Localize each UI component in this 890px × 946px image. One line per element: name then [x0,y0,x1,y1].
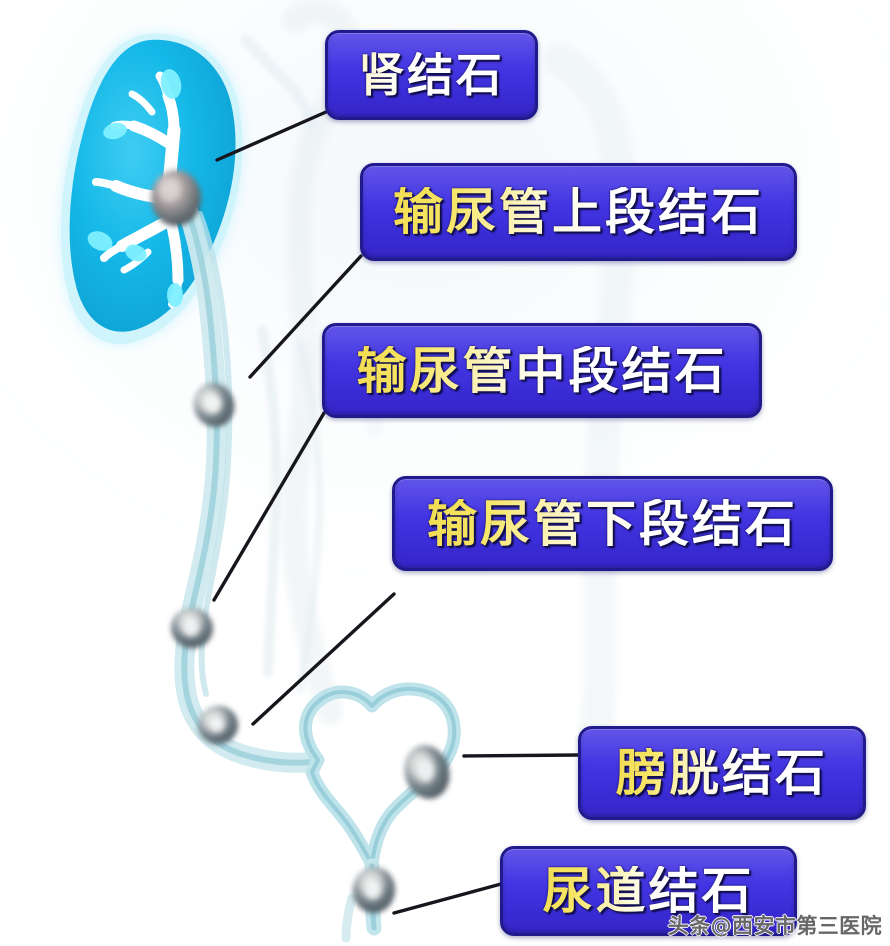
stone-ureter-lower [198,705,238,745]
label-upper-ureteral-stone-text: 输尿管上段结石 [393,183,764,241]
leader-line-middle-ureteral-stone [212,411,326,602]
stone-ureter-middle [171,607,213,649]
stone-kidney [151,170,201,226]
watermark: 头条@西安市第三医院 [667,914,882,938]
leader-line-urethral-stone [392,882,503,915]
label-kidney-stone[interactable]: 肾结石 [325,30,538,120]
label-upper-ureteral-stone[interactable]: 输尿管上段结石 [360,163,797,261]
stone-group [151,170,450,913]
label-bladder-stone[interactable]: 膀胱结石 [578,726,866,820]
stone-ureter-upper [193,383,235,427]
stone-urethra [352,867,396,913]
leader-line-lower-ureteral-stone [251,592,396,726]
background-tubing-ghost [240,34,324,694]
label-middle-ureteral-stone[interactable]: 输尿管中段结石 [322,323,762,418]
label-kidney-stone-text: 肾结石 [358,48,505,102]
leader-line-kidney-stone [215,110,328,162]
bladder [299,682,461,871]
leader-line-bladder-stone [462,753,581,758]
label-lower-ureteral-stone-text: 输尿管下段结石 [427,494,798,553]
label-bladder-stone-text: 膀胱结石 [616,744,828,802]
label-lower-ureteral-stone[interactable]: 输尿管下段结石 [392,476,833,571]
leader-line-group [212,110,581,915]
leader-line-upper-ureteral-stone [248,254,363,379]
stone-bladder [404,745,450,799]
label-middle-ureteral-stone-text: 输尿管中段结石 [356,341,728,400]
label-urethral-stone-text: 尿道结石 [542,862,755,920]
label-urethral-stone[interactable]: 尿道结石 [500,846,797,936]
